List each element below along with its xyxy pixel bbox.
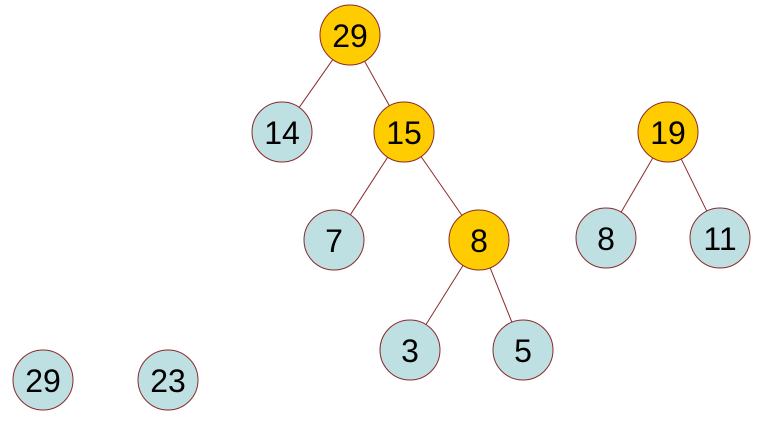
tree-node: 7	[303, 209, 365, 271]
node-circle	[251, 101, 313, 163]
node-circle	[319, 4, 381, 66]
node-circle	[137, 349, 199, 411]
node-label: 7	[325, 223, 343, 259]
tree-edge	[620, 157, 654, 213]
tree-edge	[420, 156, 463, 216]
node-circle	[379, 319, 441, 381]
tree-edge	[298, 59, 334, 108]
tree-node: 3	[379, 319, 441, 381]
tree-edge	[364, 60, 390, 107]
node-label: 8	[470, 223, 488, 259]
node-label: 8	[597, 221, 615, 257]
tree-edge	[489, 267, 513, 323]
tree-node: 5	[492, 319, 554, 381]
tree-node: 15	[373, 101, 435, 163]
tree-edge	[680, 158, 708, 212]
node-circle	[12, 349, 74, 411]
tree-node: 14	[251, 101, 313, 163]
tree-edge	[349, 156, 389, 216]
nodes-layer: 29 14 15 7 8 3 5 19 8 11 29 23	[12, 4, 751, 411]
tree-node: 29	[319, 4, 381, 66]
tree-node: 23	[137, 349, 199, 411]
tree-node: 8	[575, 207, 637, 269]
tree-node: 19	[637, 101, 699, 163]
node-circle	[689, 207, 751, 269]
node-circle	[373, 101, 435, 163]
node-label: 5	[514, 333, 532, 369]
node-label: 15	[386, 115, 422, 151]
tree-node: 8	[448, 209, 510, 271]
node-label: 3	[401, 333, 419, 369]
node-label: 19	[650, 115, 686, 151]
node-circle	[575, 207, 637, 269]
node-label: 29	[332, 18, 368, 54]
node-circle	[637, 101, 699, 163]
edges-layer	[298, 59, 708, 325]
node-label: 14	[264, 115, 300, 151]
tree-node: 11	[689, 207, 751, 269]
node-label: 29	[25, 363, 61, 399]
tree-node: 29	[12, 349, 74, 411]
node-label: 11	[703, 221, 736, 257]
tree-edge	[425, 265, 464, 325]
node-circle	[303, 209, 365, 271]
node-label: 23	[150, 363, 186, 399]
node-circle	[492, 319, 554, 381]
node-circle	[448, 209, 510, 271]
